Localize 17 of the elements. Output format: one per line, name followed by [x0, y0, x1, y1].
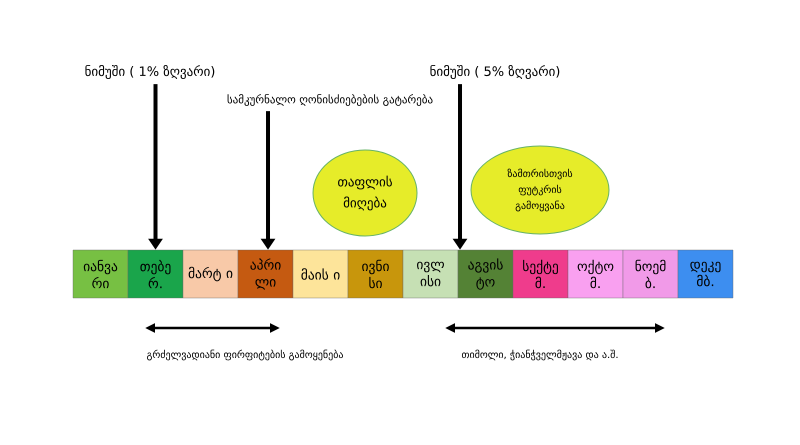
month-cell: ოქტო მ.: [568, 250, 624, 298]
month-cell: ნოემ ბ.: [622, 250, 678, 298]
month-cell: ივლ ისი: [402, 250, 458, 298]
annotation-text: სამკურნალო ღონისძიებების გატარება: [228, 94, 433, 106]
month-cell: იანვა რი: [72, 250, 128, 298]
annotation-text: ნიმუში ( 1% ზღვარი): [85, 65, 214, 79]
month-cell: დეკე მბ.: [678, 250, 734, 298]
month-cell: მაის ი: [292, 250, 348, 298]
month-cell: თებე რ.: [128, 250, 184, 298]
month-cell: სექტე მ.: [512, 250, 568, 298]
annotation-text: ნიმუში ( 5% ზღვარი): [430, 65, 560, 79]
range-label: თიმოლი, ჭიანჭველმჟავა და ა.შ.: [462, 350, 618, 360]
month-cell: აპრი ლი: [238, 250, 294, 298]
range-label: გრძელვადიანი ფირფიტების გამოყენება: [147, 350, 343, 360]
month-cell: ივნი სი: [348, 250, 404, 298]
month-cell: მარტ ი: [182, 250, 238, 298]
month-cell: აგვის ტო: [458, 250, 514, 298]
